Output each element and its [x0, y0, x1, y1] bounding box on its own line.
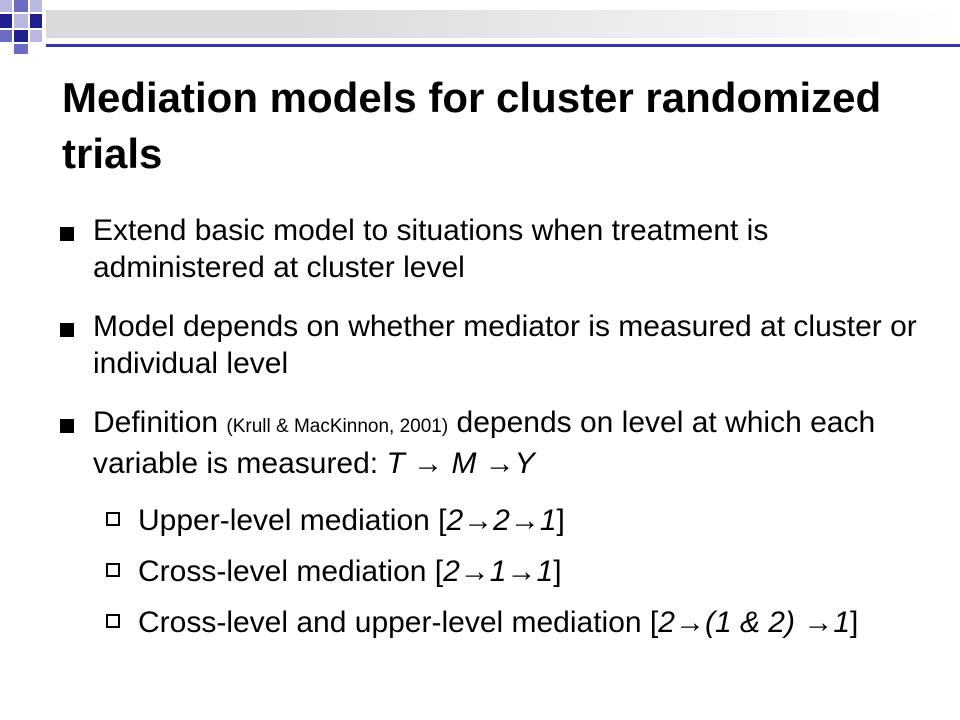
deco-square: [14, 30, 28, 42]
bullet-text-lead: Definition: [93, 406, 227, 439]
level-notation: 2→1→1: [443, 555, 554, 588]
bullet-list: Extend basic model to situations when tr…: [60, 212, 940, 655]
sub-bullet-item: Cross-level mediation [2→1→1]: [60, 553, 940, 590]
formula: T → M →Y: [386, 447, 535, 480]
slide-title: Mediation models for cluster randomized …: [62, 74, 882, 177]
corner-decoration: [0, 0, 960, 60]
sub-bullet-item: Upper-level mediation [2→2→1]: [60, 502, 940, 539]
level-notation: 2→(1 & 2) →1: [658, 606, 850, 639]
header-rule: [46, 44, 960, 47]
bullet-item: Model depends on whether mediator is mea…: [60, 308, 940, 382]
hollow-square-bullet-icon: [106, 614, 120, 628]
citation: (Krull & MacKinnon, 2001): [226, 416, 449, 437]
bracket-close: ]: [553, 555, 562, 588]
bracket-close: ]: [850, 606, 859, 639]
bullet-item: Extend basic model to situations when tr…: [60, 212, 940, 286]
deco-square: [14, 44, 28, 54]
header-gradient-bar: [46, 10, 960, 38]
bullet-text: Model depends on whether mediator is mea…: [93, 310, 917, 380]
deco-square: [0, 14, 12, 28]
sub-bullet-label: Cross-level mediation [: [138, 555, 444, 588]
bullet-text-mid: depends on level at which each variable …: [93, 406, 876, 480]
hollow-square-bullet-icon: [106, 563, 120, 577]
sub-bullet-item: Cross-level and upper-level mediation [2…: [60, 604, 940, 641]
square-bullet-icon: [60, 419, 74, 433]
deco-square: [14, 0, 28, 12]
hollow-square-bullet-icon: [106, 512, 120, 526]
sub-bullet-label: Cross-level and upper-level mediation [: [138, 606, 659, 639]
level-notation: 2→2→1: [446, 504, 557, 537]
deco-square: [0, 30, 12, 42]
square-bullet-icon: [60, 323, 74, 337]
bracket-close: ]: [556, 504, 565, 537]
deco-square: [0, 0, 12, 12]
deco-square: [30, 0, 42, 12]
square-bullet-icon: [60, 227, 74, 241]
deco-square: [30, 30, 42, 42]
deco-square: [30, 14, 42, 28]
deco-square: [14, 14, 28, 28]
sub-bullet-list: Upper-level mediation [2→2→1] Cross-leve…: [60, 502, 940, 641]
sub-bullet-label: Upper-level mediation [: [138, 504, 447, 537]
bullet-text: Extend basic model to situations when tr…: [93, 214, 769, 284]
bullet-item: Definition (Krull & MacKinnon, 2001) dep…: [60, 404, 940, 482]
